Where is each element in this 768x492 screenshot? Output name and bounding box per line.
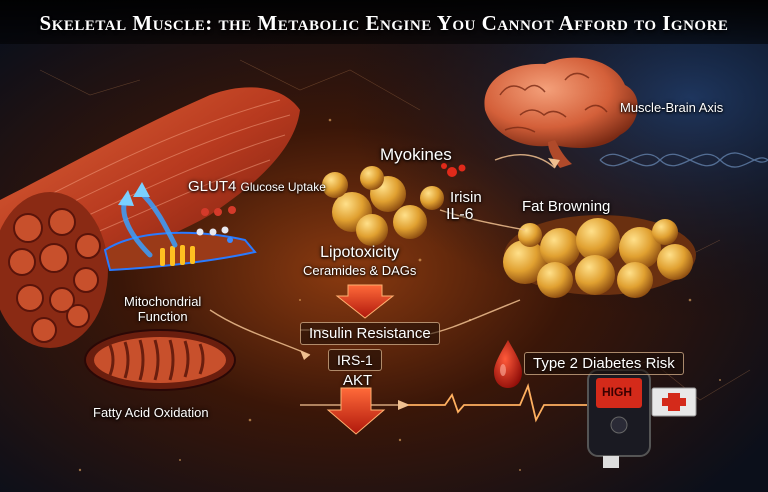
- dna-helix-icon: [599, 152, 768, 168]
- medical-kit-icon: [651, 387, 697, 417]
- fat-browning-label: Fat Browning: [522, 198, 611, 215]
- akt-label: AKT: [343, 372, 373, 389]
- ceramides-text: Ceramides & DAGs: [303, 263, 417, 278]
- blood-drop-icon: [494, 340, 522, 388]
- irisin-label: Irisin: [450, 189, 482, 206]
- mitochondrial-function-label: Mitochondrial Function: [124, 294, 201, 324]
- insulin-resistance-box: Insulin Resistance: [300, 322, 440, 345]
- il6-label: IL-6: [446, 206, 474, 223]
- t2d-risk-box: Type 2 Diabetes Risk: [524, 352, 684, 375]
- mitochondrial-text: Mitochondrial: [124, 294, 202, 309]
- meter-display-text: HIGH: [602, 385, 632, 399]
- title-bar: [0, 0, 768, 44]
- glut4-label: GLUT4 Glucose Uptake: [188, 178, 326, 195]
- glut4-main-text: GLUT4: [188, 178, 237, 195]
- myokine-blobs: [322, 166, 444, 246]
- mitochondrion-icon: [103, 231, 257, 272]
- mitochondrion-icon: [84, 329, 236, 391]
- lipotoxicity-text: Lipotoxicity: [320, 244, 400, 261]
- muscle-brain-axis-label: Muscle-Brain Axis: [620, 100, 724, 115]
- myokines-label: Myokines: [380, 145, 452, 164]
- glucose-meter-icon: [587, 369, 651, 468]
- brain-icon: [484, 57, 638, 168]
- function-text: Function: [137, 309, 188, 324]
- muscle-icon: [0, 87, 300, 348]
- irs1-box: IRS-1: [328, 349, 382, 371]
- fatty-acid-oxidation-label: Fatty Acid Oxidation: [93, 405, 209, 420]
- page-title: Skeletal Muscle: the Metabolic Engine Yo…: [39, 11, 729, 35]
- lipotoxicity-label: Lipotoxicity Ceramides & DAGs: [303, 244, 416, 280]
- glut4-sub-text: Glucose Uptake: [240, 180, 326, 194]
- fat-cells-icon: [503, 215, 696, 298]
